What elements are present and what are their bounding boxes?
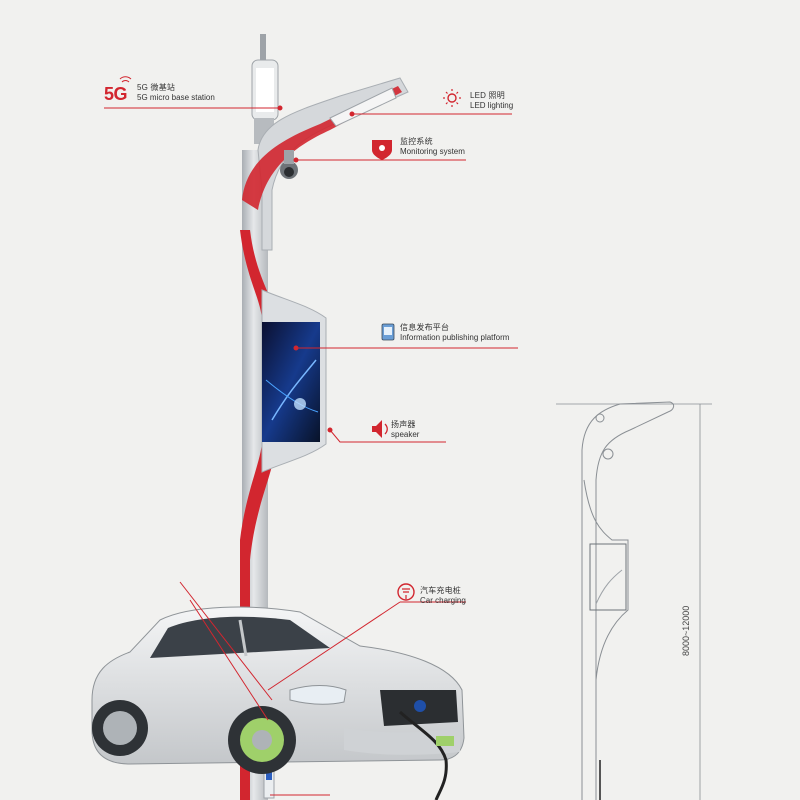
callout-monitoring-en: Monitoring system <box>400 147 465 156</box>
callout-speaker-cn: 扬声器 <box>391 420 416 429</box>
headlight <box>289 685 347 705</box>
smart-pole <box>240 34 409 800</box>
callout-car-charging-en: Car charging <box>420 596 466 605</box>
sun-icon <box>443 89 461 107</box>
charging-icon <box>397 583 415 601</box>
height-dimension-label: 8000~12000 <box>681 605 691 656</box>
callout-car-charging-cn: 汽车充电桩 <box>420 586 461 595</box>
electric-car <box>91 606 465 800</box>
callout-speaker-en: speaker <box>391 430 420 439</box>
speaker-icon <box>372 420 388 438</box>
leader-speaker <box>329 429 446 443</box>
car-window <box>150 616 330 658</box>
led-lamp <box>329 87 397 127</box>
callout-5g-en: 5G micro base station <box>137 93 215 102</box>
5g-logo-icon: 5G <box>104 84 128 104</box>
5g-signal-icon <box>119 76 132 83</box>
callout-car-charging: 汽车充电桩 Car charging <box>420 586 466 606</box>
callout-info-platform-cn: 信息发布平台 <box>400 323 450 332</box>
callout-info-platform-en: Information publishing platform <box>400 333 510 342</box>
callout-led: LED 照明 LED lighting <box>470 91 513 111</box>
charging-cable <box>398 710 448 800</box>
lamp-arm <box>257 77 409 251</box>
pole-line-drawing <box>581 401 675 800</box>
callout-monitoring-cn: 监控系统 <box>400 137 433 146</box>
callout-led-cn: LED 照明 <box>470 91 505 100</box>
info-screen <box>262 322 320 442</box>
callout-5g: 5G 微基站 5G micro base station <box>137 83 215 103</box>
antenna <box>260 34 266 62</box>
callout-speaker: 扬声器 speaker <box>391 420 419 440</box>
callout-info-platform: 信息发布平台 Information publishing platform <box>400 323 509 343</box>
callout-led-en: LED lighting <box>470 101 514 110</box>
callout-5g-cn: 5G 微基站 <box>137 83 176 92</box>
camera-icon <box>372 140 392 160</box>
height-dimension <box>556 403 712 800</box>
screen-icon <box>381 323 395 341</box>
callout-monitoring: 监控系统 Monitoring system <box>400 137 465 157</box>
